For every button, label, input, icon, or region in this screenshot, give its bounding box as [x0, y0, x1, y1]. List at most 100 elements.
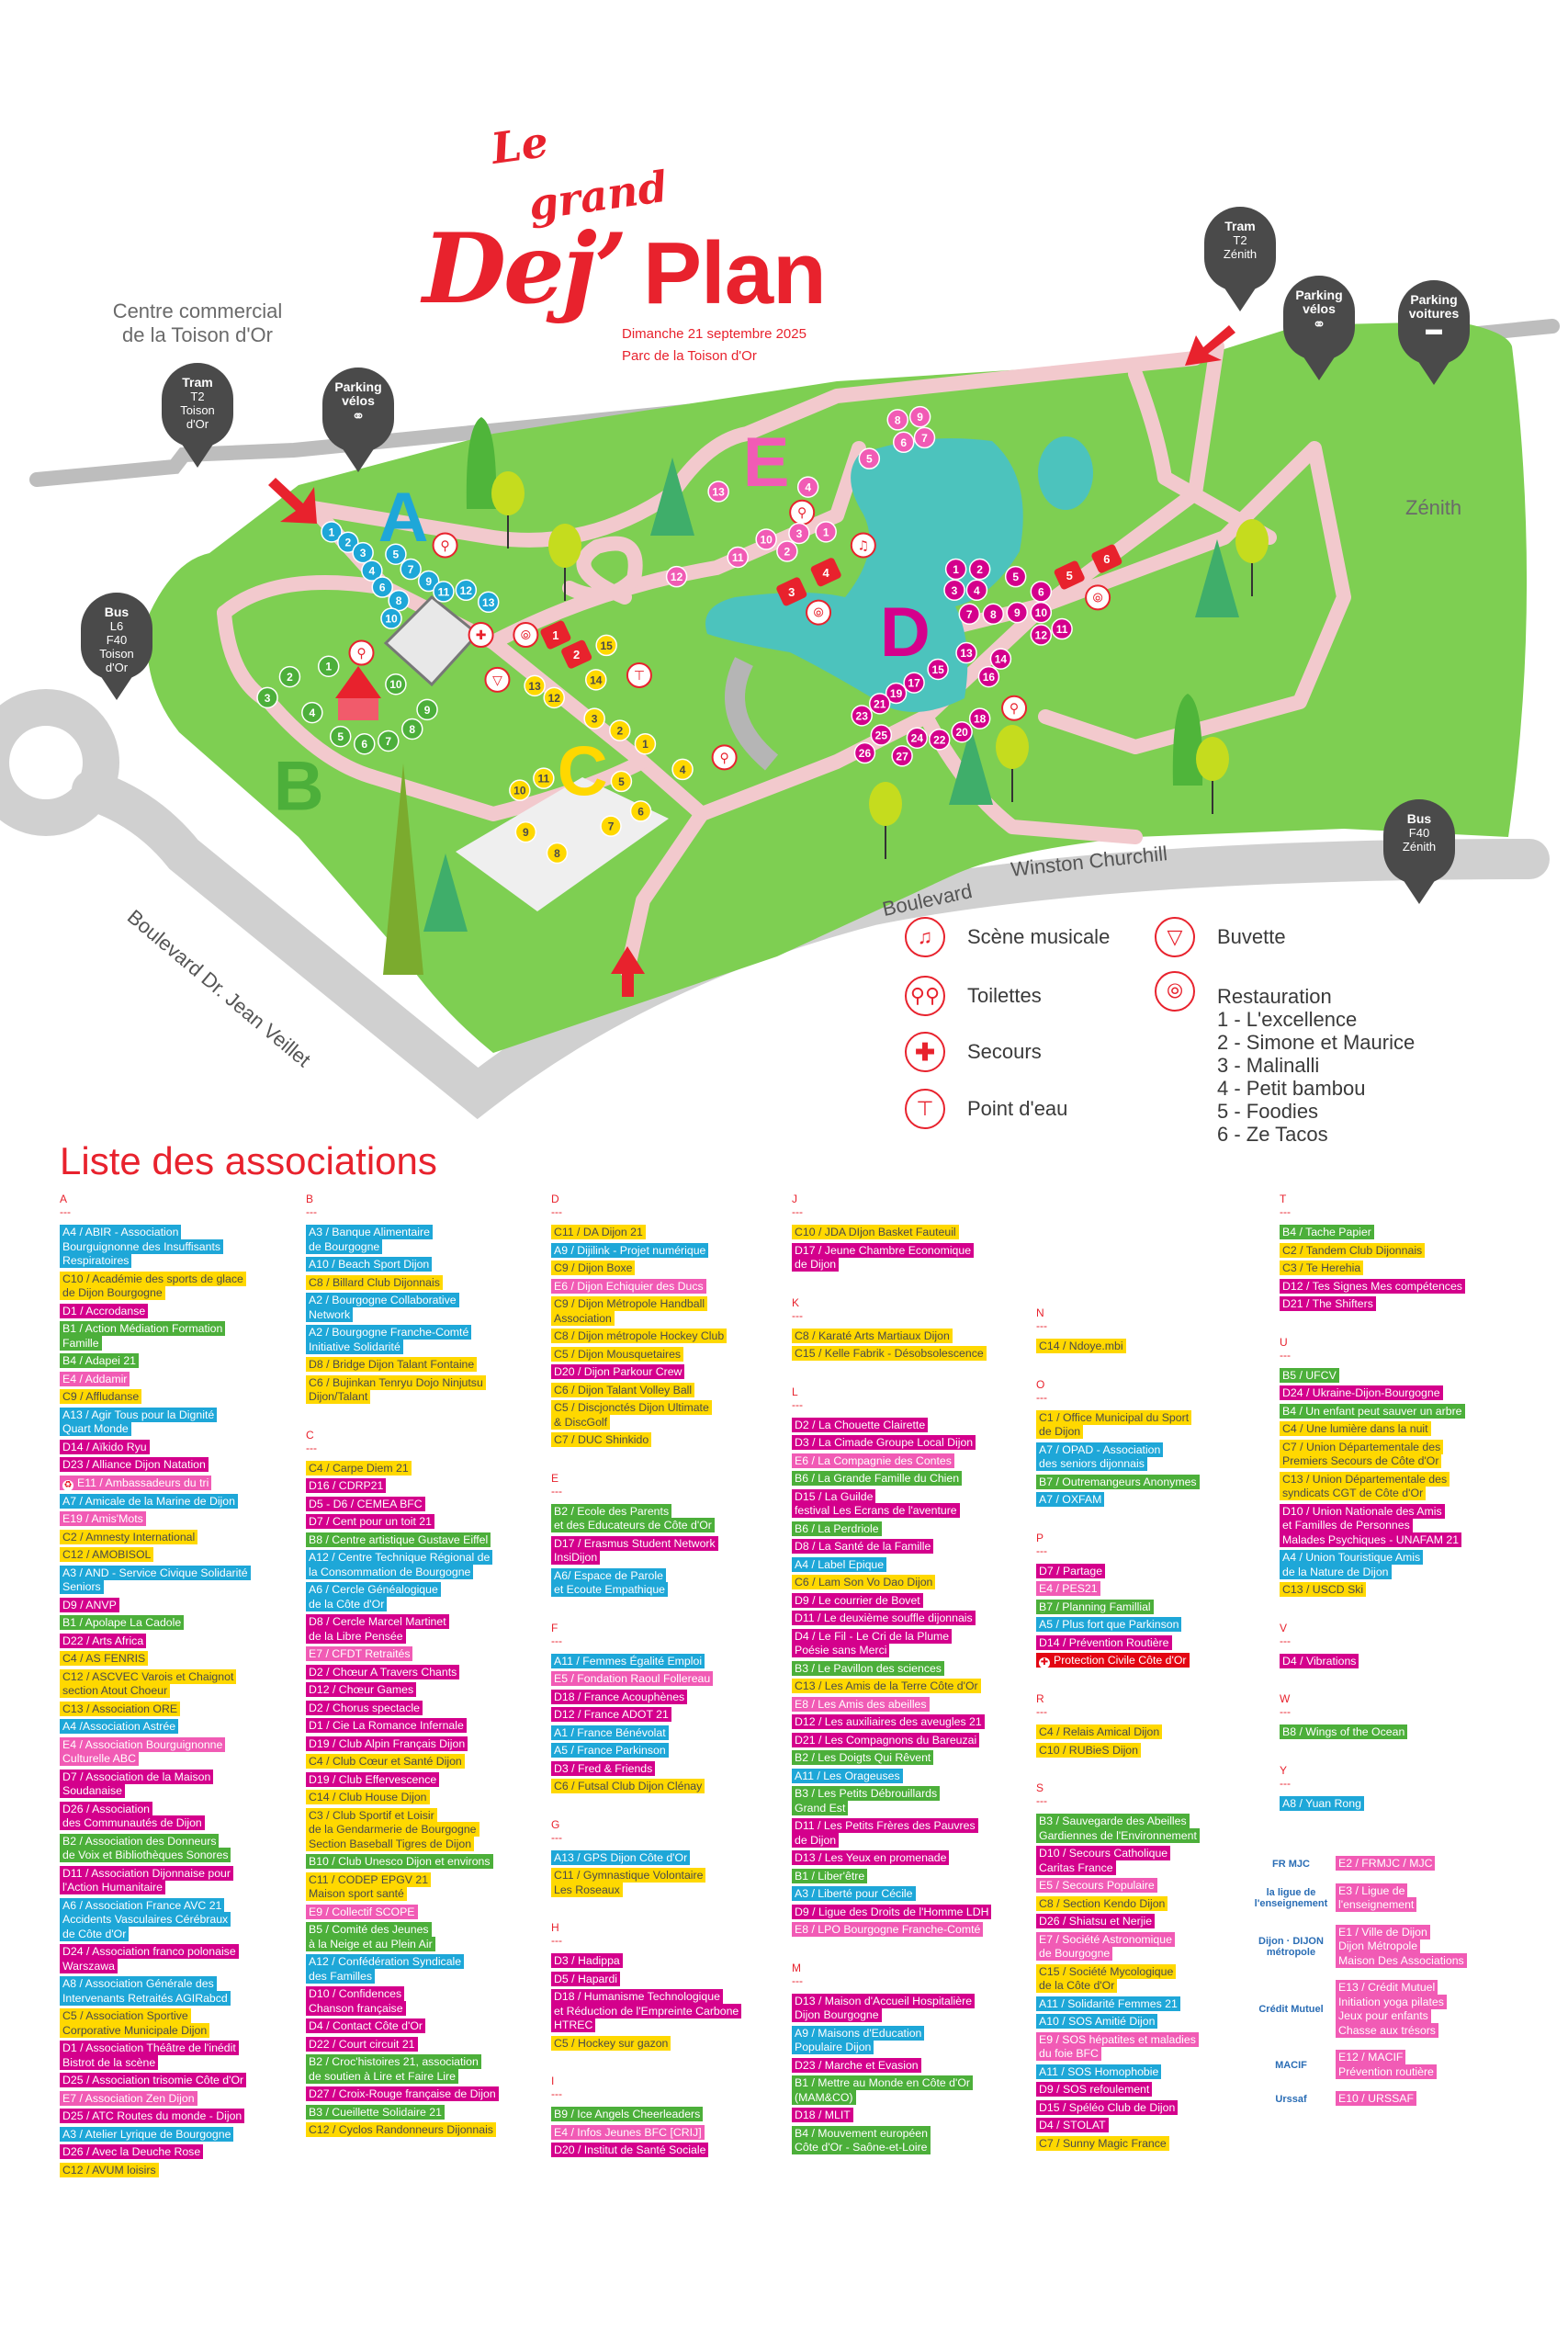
stand-marker[interactable]: 9 [514, 820, 537, 843]
stand-marker[interactable]: 5 [1004, 565, 1027, 588]
stand-marker[interactable]: 5 [329, 725, 352, 748]
stand-marker[interactable]: 5 [385, 543, 407, 565]
stand-marker[interactable]: 10 [509, 779, 531, 801]
stand-marker[interactable]: 6 [629, 800, 652, 822]
stand-marker[interactable]: 4 [671, 758, 694, 781]
stand-marker[interactable]: 20 [951, 720, 973, 743]
stand-marker[interactable]: 13 [955, 641, 977, 664]
association-item: B2 / Association des Donneurs de Voix et… [60, 1833, 303, 1863]
stand-marker[interactable]: 15 [595, 634, 617, 657]
stand-marker[interactable]: 25 [870, 724, 893, 746]
svg-text:✚: ✚ [476, 628, 487, 643]
stand-marker[interactable]: 16 [977, 665, 1000, 688]
association-name: B8 / Centre artistique Gustave Eiffel [309, 1532, 489, 1546]
stand-marker[interactable]: 1 [944, 558, 967, 581]
stand-marker[interactable]: 7 [913, 426, 936, 449]
food-truck-marker[interactable]: 2 [560, 639, 593, 670]
bicycle-icon: ⚭ [351, 407, 366, 425]
stand-marker[interactable]: 6 [371, 576, 394, 598]
stand-marker[interactable]: 1 [321, 521, 343, 543]
stand-marker[interactable]: 17 [903, 672, 925, 694]
food-truck-marker[interactable]: 6 [1090, 543, 1123, 574]
stand-marker[interactable]: 6 [1030, 581, 1053, 603]
stand-marker[interactable]: 12 [543, 686, 565, 709]
stand-marker[interactable]: 4 [796, 476, 819, 498]
stand-marker[interactable]: 12 [455, 579, 478, 602]
stand-marker[interactable]: 26 [853, 741, 876, 764]
stand-marker[interactable]: 2 [609, 719, 631, 741]
association-name: C9 / Affludanse [62, 1390, 140, 1403]
association-item: A11 / Solidarité Femmes 21 [1036, 1996, 1280, 2012]
stand-marker[interactable]: 4 [361, 560, 383, 582]
stand-marker[interactable]: 13 [524, 674, 546, 697]
food-truck-marker[interactable]: 4 [809, 557, 842, 588]
stand-marker[interactable]: 21 [868, 693, 891, 715]
stand-marker[interactable]: 12 [665, 565, 688, 588]
stand-marker[interactable]: 14 [989, 648, 1012, 670]
restaurant-icon: ⦾ [1085, 584, 1111, 611]
stand-marker[interactable]: 8 [982, 603, 1005, 626]
stand-marker[interactable]: 6 [892, 431, 915, 454]
stand-marker[interactable]: 12 [1030, 624, 1053, 646]
stand-marker[interactable]: 3 [788, 522, 810, 545]
stand-marker[interactable]: 10 [755, 528, 777, 550]
stand-marker[interactable]: 3 [256, 686, 278, 709]
stand-marker[interactable]: 13 [477, 591, 500, 614]
stand-marker[interactable]: 4 [301, 701, 323, 724]
stand-marker[interactable]: 2 [968, 558, 991, 581]
stand-marker[interactable]: 9 [417, 570, 440, 593]
stand-marker[interactable]: 23 [851, 705, 873, 727]
stand-marker[interactable]: 8 [546, 842, 569, 865]
stand-marker[interactable]: 2 [278, 665, 301, 688]
food-truck-marker[interactable]: 1 [539, 619, 572, 650]
stand-marker[interactable]: 15 [927, 658, 949, 681]
association-name: C7 / Union Départementale des Premiers S… [1282, 1440, 1441, 1468]
stand-marker[interactable]: 7 [378, 729, 400, 752]
association-item: B8 / Wings of the Ocean [1280, 1724, 1523, 1740]
marker-detail: F40 Zénith [1402, 826, 1437, 854]
food-truck-marker[interactable]: 5 [1053, 560, 1086, 591]
stand-marker[interactable]: 19 [885, 682, 908, 705]
stand-marker[interactable]: 22 [929, 729, 951, 751]
stand-marker[interactable]: 3 [352, 541, 374, 564]
stand-marker[interactable]: 27 [891, 745, 913, 767]
stand-marker[interactable]: 3 [583, 707, 605, 729]
stand-marker[interactable]: 24 [906, 727, 929, 749]
stand-marker[interactable]: 5 [610, 770, 633, 793]
stand-marker[interactable]: 8 [401, 718, 423, 741]
stand-marker[interactable]: 18 [968, 707, 991, 729]
stand-number: 6 [637, 805, 644, 818]
stand-marker[interactable]: 4 [965, 579, 988, 602]
stand-marker[interactable]: 7 [958, 603, 981, 626]
stand-marker[interactable]: 11 [727, 546, 749, 569]
stand-marker[interactable]: 3 [943, 579, 965, 602]
stand-marker[interactable]: 7 [400, 558, 422, 581]
association-tag: C7 / DUC Shinkido [551, 1432, 652, 1447]
stand-marker[interactable]: 5 [858, 447, 881, 469]
stand-marker[interactable]: 14 [585, 669, 607, 691]
stand-marker[interactable]: 11 [433, 581, 455, 603]
stand-marker[interactable]: 7 [600, 815, 622, 837]
stand-marker[interactable]: 8 [886, 409, 908, 431]
stand-marker[interactable]: 10 [1030, 601, 1053, 624]
stand-marker[interactable]: 9 [1006, 601, 1029, 624]
food-truck-marker[interactable]: 3 [775, 576, 808, 607]
stand-marker[interactable]: 11 [533, 767, 555, 789]
stand-marker[interactable]: 9 [908, 405, 931, 428]
stand-marker[interactable]: 1 [815, 521, 837, 543]
stand-marker[interactable]: 9 [416, 698, 438, 721]
stand-marker[interactable]: 1 [634, 732, 657, 755]
stand-marker[interactable]: 11 [1051, 617, 1073, 640]
association-tag: B4 / Un enfant peut sauver un arbre [1280, 1403, 1465, 1419]
stand-marker[interactable]: 10 [380, 607, 402, 629]
stand-marker[interactable]: 6 [353, 732, 376, 755]
stand-marker[interactable]: 13 [707, 481, 729, 503]
stand-marker[interactable]: 8 [388, 589, 410, 612]
stand-marker[interactable]: 10 [385, 673, 407, 695]
stand-marker[interactable]: 2 [337, 531, 359, 553]
stand-marker[interactable]: 1 [317, 655, 340, 677]
association-name: A7 / OPAD - Association des seniors dijo… [1039, 1442, 1161, 1471]
stand-marker[interactable]: 2 [776, 540, 798, 562]
